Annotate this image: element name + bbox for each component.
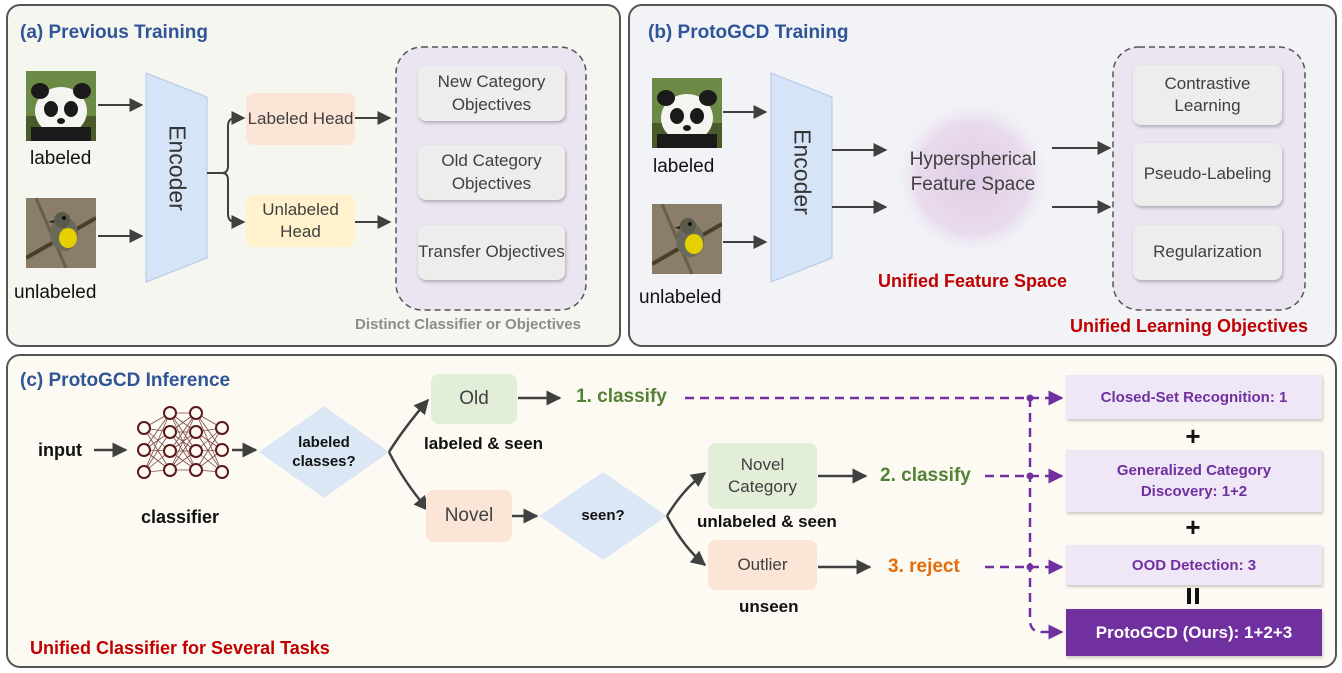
panel-c-title: (c) ProtoGCD Inference bbox=[20, 370, 231, 391]
transfer-objectives-box: Transfer Objectives bbox=[418, 225, 565, 280]
step-2-classify: 2. classify bbox=[880, 465, 971, 486]
novel-box: Novel bbox=[426, 490, 512, 542]
regularization-box: Regularization bbox=[1133, 225, 1282, 280]
panel-a-footer: Distinct Classifier or Objectives bbox=[355, 316, 581, 333]
labeled-seen-caption: labeled & seen bbox=[424, 434, 544, 453]
labeled-classes-question: labeled classes? bbox=[292, 433, 356, 471]
labeled-head-box: Labeled Head bbox=[246, 93, 355, 145]
seen-question: seen? bbox=[581, 507, 625, 525]
unified-feature-space-caption: Unified Feature Space bbox=[878, 271, 1068, 291]
panel-a-unlabeled-label: unlabeled bbox=[14, 282, 97, 303]
bird-image-b bbox=[652, 204, 722, 274]
unlabeled-head-box: Unlabeled Head bbox=[246, 195, 355, 247]
neural-network-icon bbox=[137, 406, 229, 479]
classifier-label: classifier bbox=[141, 507, 220, 527]
old-category-objectives-box: Old Category Objectives bbox=[418, 145, 565, 200]
panel-b-labeled-label: labeled bbox=[653, 156, 715, 177]
novel-category-box: Novel Category bbox=[708, 443, 817, 509]
input-label: input bbox=[38, 440, 82, 460]
panel-a-labeled-label: labeled bbox=[30, 148, 92, 169]
ood-detection-box: OOD Detection: 3 bbox=[1066, 545, 1322, 585]
outlier-box: Outlier bbox=[708, 540, 817, 590]
generalized-category-discovery-box: Generalized Category Discovery: 1+2 bbox=[1066, 450, 1322, 512]
unseen-caption: unseen bbox=[739, 597, 799, 616]
step-1-classify: 1. classify bbox=[576, 386, 667, 407]
protogcd-ours-box: ProtoGCD (Ours): 1+2+3 bbox=[1066, 609, 1322, 656]
new-category-objectives-box: New Category Objectives bbox=[418, 66, 565, 121]
closed-set-recognition-box: Closed-Set Recognition: 1 bbox=[1066, 375, 1322, 419]
panda-image-b bbox=[652, 78, 722, 148]
pseudo-labeling-box: Pseudo-Labeling bbox=[1133, 143, 1282, 206]
panel-a-title: (a) Previous Training bbox=[20, 22, 208, 43]
unlabeled-seen-caption: unlabeled & seen bbox=[697, 512, 837, 531]
panda-image bbox=[26, 71, 96, 141]
panel-b-title: (b) ProtoGCD Training bbox=[648, 22, 849, 43]
plus-operator-2: + bbox=[1185, 512, 1201, 542]
encoder-text: Encoder bbox=[164, 125, 190, 211]
plus-operator-1: + bbox=[1185, 421, 1201, 451]
equals-operator bbox=[1178, 584, 1208, 606]
panel-c-footer: Unified Classifier for Several Tasks bbox=[30, 638, 330, 658]
contrastive-learning-box: Contrastive Learning bbox=[1133, 65, 1282, 125]
step-3-reject: 3. reject bbox=[888, 556, 960, 577]
old-box: Old bbox=[431, 374, 517, 424]
hyperspherical-feature-space: Hyperspherical Feature Space bbox=[909, 149, 1037, 195]
bird-image bbox=[26, 198, 96, 268]
panel-b-footer: Unified Learning Objectives bbox=[1070, 316, 1309, 336]
panel-b-unlabeled-label: unlabeled bbox=[639, 287, 722, 308]
encoder-text-b: Encoder bbox=[789, 129, 815, 215]
